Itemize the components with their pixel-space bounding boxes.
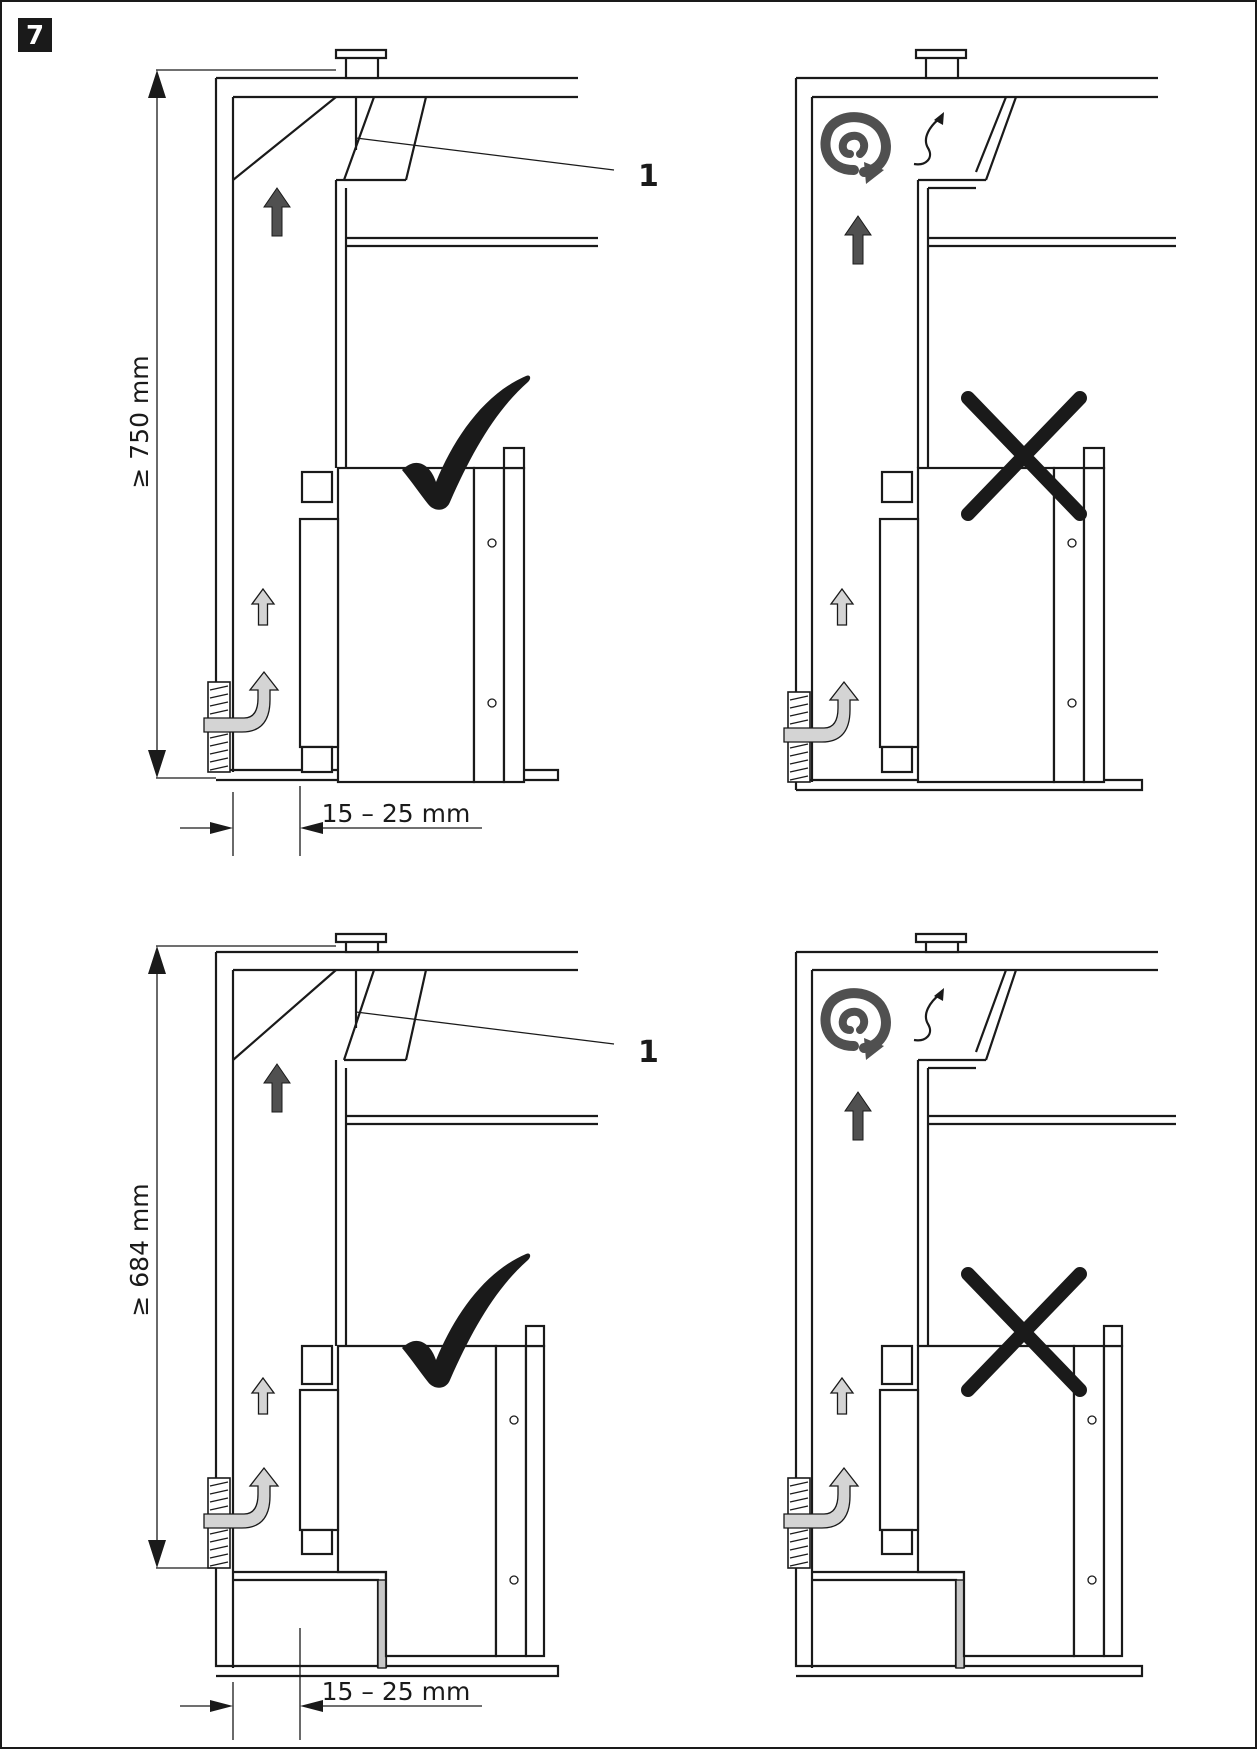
panel-bottom-left: 1 ≥ 684 mm 15 – 25 mm xyxy=(125,932,659,1740)
light-arrow-up-icon xyxy=(830,1377,854,1415)
callout-label: 1 xyxy=(638,159,659,194)
callout-leader xyxy=(355,1011,615,1045)
top-vent-cap xyxy=(924,55,960,80)
figure-number: 7 xyxy=(26,21,44,51)
dark-arrow-up-icon xyxy=(263,1063,291,1113)
panel-bottom-right xyxy=(783,932,1176,1678)
panel-top-left: 1 ≥ 750 mm 15 – 25 mm xyxy=(125,48,659,856)
appliance-body xyxy=(916,1344,1076,1658)
panel-top-right xyxy=(783,48,1176,792)
appliance-body xyxy=(916,466,1056,784)
swirl-icon xyxy=(825,993,885,1060)
squiggle-arrow-icon xyxy=(912,110,946,166)
gap-dimension-label: 15 – 25 mm xyxy=(322,799,471,828)
callout-label: 1 xyxy=(638,1035,659,1070)
light-arrow-up-icon xyxy=(251,1377,275,1415)
swirl-icon xyxy=(825,117,885,184)
top-vent-cap xyxy=(344,55,380,80)
figure-number-badge: 7 xyxy=(18,18,52,52)
appliance-body xyxy=(336,466,476,784)
light-arrow-up-icon xyxy=(251,588,275,626)
squiggle-arrow-icon xyxy=(912,986,946,1042)
light-arrow-up-icon xyxy=(830,588,854,626)
height-dimension-label: ≥ 750 mm xyxy=(125,355,154,488)
height-dimension-label: ≥ 684 mm xyxy=(125,1183,154,1316)
callout-leader xyxy=(355,137,615,171)
dark-arrow-up-icon xyxy=(263,187,291,237)
gap-dimension-label: 15 – 25 mm xyxy=(322,1677,471,1706)
appliance-body xyxy=(336,1344,498,1658)
dark-arrow-up-icon xyxy=(844,1091,872,1141)
dark-arrow-up-icon xyxy=(844,215,872,265)
